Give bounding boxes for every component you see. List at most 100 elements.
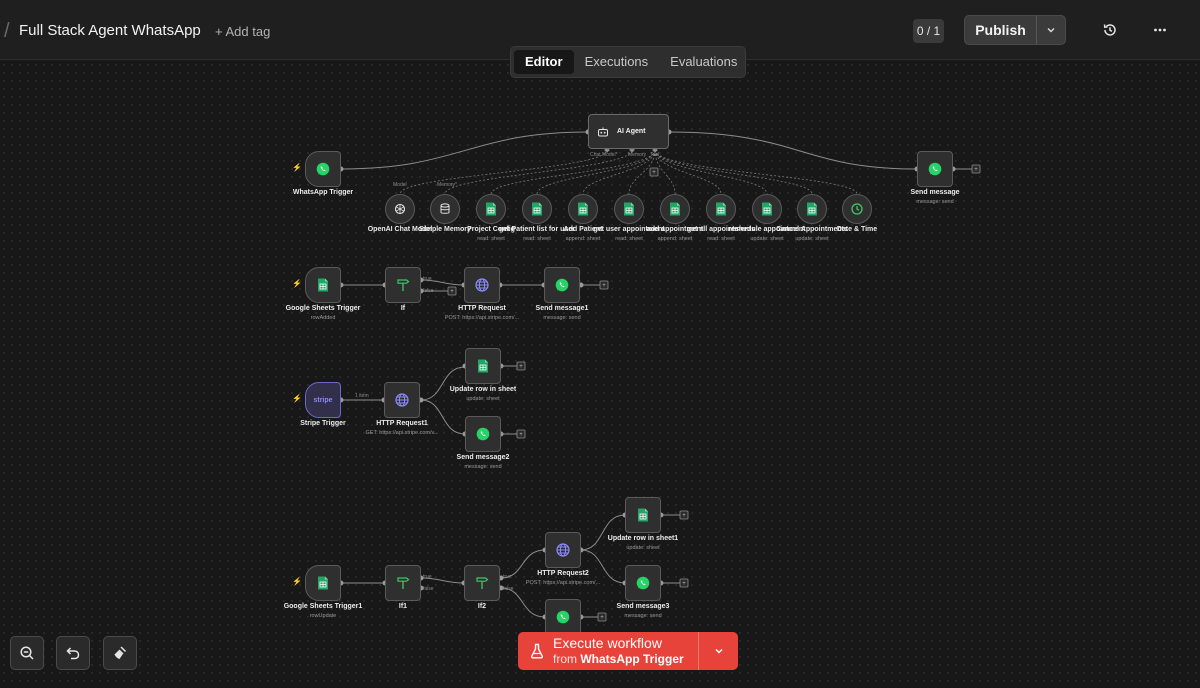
node-label: If2	[477, 603, 487, 610]
workflow-canvas[interactable]	[0, 61, 1200, 688]
chevron-down-icon	[714, 648, 723, 654]
google-sheets-icon	[762, 202, 772, 216]
node-subtitle: GET: https://api.stripe.com/v...	[365, 430, 439, 436]
node-label: Update row in sheet1	[607, 535, 679, 542]
subnode-port-label: Memory*	[437, 182, 458, 188]
branch-label-false: false	[503, 586, 514, 592]
node-label: Send message2	[456, 454, 510, 461]
tab-editor[interactable]: Editor	[514, 50, 574, 74]
history-icon	[1103, 24, 1116, 36]
node-subtitle: update: sheet	[750, 236, 784, 242]
clock-icon	[851, 203, 863, 215]
node-label: Project Config	[467, 226, 515, 233]
globe-icon	[475, 278, 489, 292]
whatsapp-icon	[555, 278, 569, 292]
node-subtitle: read: sheet	[707, 236, 735, 242]
node-label: Google Sheets Trigger1	[283, 603, 363, 610]
node-subtitle: read: sheet	[523, 236, 551, 242]
node-subtitle: message: send	[543, 315, 581, 321]
node-label: HTTP Request	[458, 305, 506, 312]
globe-icon	[556, 543, 570, 557]
tidy-up-button[interactable]	[103, 636, 137, 670]
google-sheets-icon	[318, 278, 328, 292]
google-sheets-icon	[486, 202, 496, 216]
node-subtitle: message: send	[916, 199, 954, 205]
node-label: If	[400, 305, 406, 312]
whatsapp-icon	[556, 610, 570, 624]
node-label: add appointment	[646, 226, 704, 233]
whatsapp-icon	[636, 576, 650, 590]
node-label: get user appointment	[593, 226, 665, 233]
node-subtitle: rowAdded	[310, 315, 336, 321]
node-subtitle: append: sheet	[565, 236, 601, 242]
node-label: OpenAI Chat Model	[367, 226, 433, 233]
stripe-icon: stripe	[313, 396, 333, 404]
more-options-button[interactable]	[1150, 20, 1170, 40]
clean-up-icon	[114, 646, 127, 659]
node-label: get Patient list for user	[499, 226, 575, 233]
robot-icon	[598, 127, 608, 136]
publish-options-button[interactable]	[1036, 16, 1065, 44]
node-subtitle: rowUpdate	[309, 613, 337, 619]
google-sheets-icon	[624, 202, 634, 216]
more-icon	[1154, 28, 1166, 32]
node-subtitle: append: sheet	[657, 236, 693, 242]
execute-workflow-button[interactable]: Execute workflow from WhatsApp Trigger	[518, 632, 698, 670]
openai-icon	[394, 203, 406, 215]
globe-icon	[395, 393, 409, 407]
node-subtitle: read: sheet	[477, 236, 505, 242]
chevron-down-icon	[1047, 28, 1055, 33]
history-button[interactable]	[1100, 20, 1120, 40]
workflow-title[interactable]: Full Stack Agent WhatsApp	[19, 22, 201, 39]
subnode-port-label: Model	[393, 182, 407, 188]
trigger-bolt-icon: ⚡	[292, 577, 302, 586]
trigger-bolt-icon: ⚡	[292, 279, 302, 288]
add-tag-button[interactable]: + Add tag	[215, 24, 271, 39]
branch-label-false: false	[423, 288, 434, 294]
branch-label-true: true	[423, 276, 432, 282]
branch-sign-icon	[476, 577, 489, 589]
node-label: HTTP Request2	[537, 570, 589, 577]
node-subtitle: read: sheet	[615, 236, 643, 242]
node-label: Google Sheets Trigger	[285, 305, 361, 312]
agent-port-chat-model: Chat Model*	[590, 152, 618, 158]
node-subtitle: message: send	[624, 613, 662, 619]
tab-evaluations[interactable]: Evaluations	[670, 54, 738, 69]
node-subtitle: update: sheet	[795, 236, 829, 242]
flask-icon	[530, 643, 544, 659]
execute-workflow-split-button: Execute workflow from WhatsApp Trigger	[518, 632, 738, 670]
view-tabs: Editor Executions Evaluations	[510, 46, 746, 78]
undo-button[interactable]	[56, 636, 90, 670]
trigger-bolt-icon: ⚡	[292, 394, 302, 403]
google-sheets-icon	[807, 202, 817, 216]
node-subtitle: message: send	[464, 464, 502, 470]
trigger-bolt-icon: ⚡	[292, 163, 302, 172]
publish-split-button: Publish	[964, 15, 1066, 45]
node-ai-agent[interactable]: AI Agent	[588, 114, 669, 149]
connection-item-count: 1 item	[355, 393, 369, 399]
branch-sign-icon	[397, 279, 410, 291]
node-subtitle: update: sheet	[466, 396, 500, 402]
branch-label-false: false	[423, 586, 434, 592]
node-label: Cancel Appointments	[776, 226, 848, 233]
google-sheets-icon	[478, 359, 488, 373]
node-label: get all appointments	[686, 226, 756, 233]
branch-label-true: true	[503, 574, 512, 580]
google-sheets-icon	[670, 202, 680, 216]
execute-from-label: from	[553, 652, 577, 666]
node-label: reshedule appointment	[728, 226, 806, 233]
tab-executions[interactable]: Executions	[584, 54, 649, 69]
branch-label-true: true	[423, 574, 432, 580]
whatsapp-icon	[476, 427, 490, 441]
google-sheets-icon	[318, 576, 328, 590]
node-subtitle: POST: https://api.stripe.com/...	[525, 580, 601, 586]
node-label: WhatsApp Trigger	[292, 189, 354, 196]
publish-button[interactable]: Publish	[975, 22, 1026, 38]
node-label: If1	[398, 603, 408, 610]
node-subtitle: update: sheet	[626, 545, 660, 551]
execute-options-button[interactable]	[698, 632, 738, 670]
zoom-out-button[interactable]	[10, 636, 44, 670]
node-label: Simple Memory	[419, 226, 471, 233]
google-sheets-icon	[578, 202, 588, 216]
breadcrumb-separator: /	[4, 20, 10, 42]
